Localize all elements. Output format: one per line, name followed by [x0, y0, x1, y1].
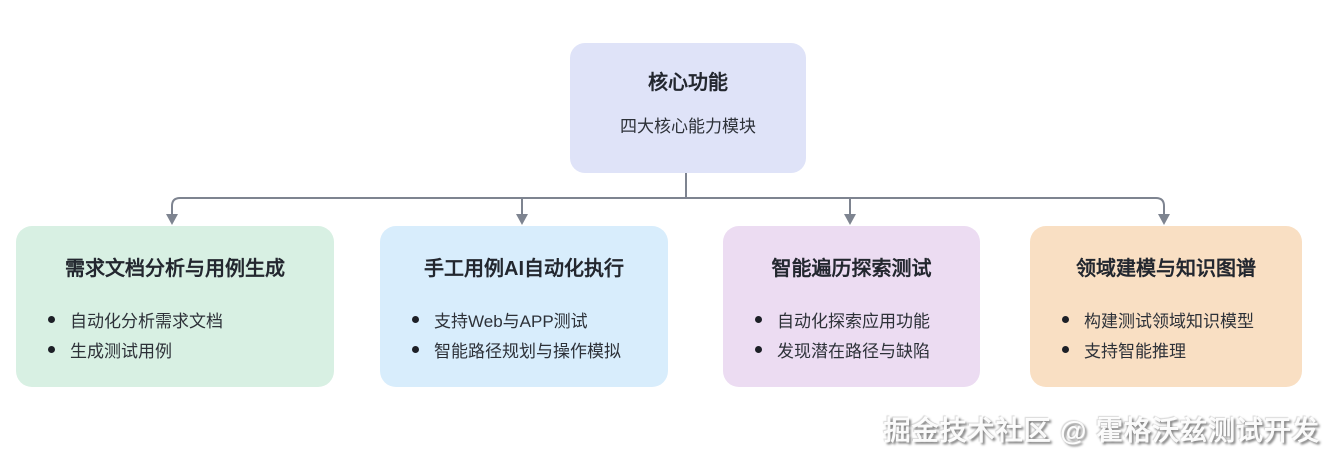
card-requirements-analysis: 需求文档分析与用例生成 自动化分析需求文档 生成测试用例 [16, 226, 334, 387]
bullet-marker [48, 315, 55, 323]
card-bullet-list: 自动化分析需求文档 生成测试用例 [16, 304, 334, 364]
connector-group [171, 173, 1165, 216]
arrow-down-icon [166, 214, 178, 225]
bullet-text: 支持Web与APP测试 [434, 311, 588, 331]
arrow-down-icon [844, 214, 856, 225]
card-intelligent-traversal-testing: 智能遍历探索测试 自动化探索应用功能 发现潜在路径与缺陷 [723, 226, 980, 387]
bullet-text: 支持智能推理 [1084, 341, 1186, 361]
list-item: 自动化分析需求文档 [48, 304, 322, 334]
bullet-text: 自动化分析需求文档 [70, 311, 223, 331]
list-item: 发现潜在路径与缺陷 [755, 334, 968, 364]
bullet-text: 智能路径规划与操作模拟 [434, 341, 621, 361]
card-bullet-list: 支持Web与APP测试 智能路径规划与操作模拟 [380, 304, 668, 364]
bullet-marker [1062, 345, 1069, 353]
list-item: 支持智能推理 [1062, 334, 1290, 364]
card-title: 智能遍历探索测试 [771, 258, 932, 280]
card-manual-case-ai-execution: 手工用例AI自动化执行 支持Web与APP测试 智能路径规划与操作模拟 [380, 226, 668, 387]
bullet-text: 生成测试用例 [70, 341, 172, 361]
root-node-subtitle: 四大核心能力模块 [620, 117, 756, 136]
card-title: 领域建模与知识图谱 [1076, 258, 1256, 280]
bullet-text: 自动化探索应用功能 [777, 311, 930, 331]
card-title: 手工用例AI自动化执行 [424, 258, 624, 280]
bullet-marker [412, 315, 419, 323]
card-bullet-list: 构建测试领域知识模型 支持智能推理 [1030, 304, 1302, 364]
bullet-marker [48, 345, 55, 353]
bullet-marker [412, 345, 419, 353]
list-item: 生成测试用例 [48, 334, 322, 364]
list-item: 自动化探索应用功能 [755, 304, 968, 334]
root-node-title: 核心功能 [648, 72, 728, 94]
arrowheads [166, 214, 1170, 225]
horizontal-bus-line [171, 197, 1165, 216]
arrow-down-icon [1158, 214, 1170, 225]
bullet-text: 发现潜在路径与缺陷 [777, 341, 930, 361]
list-item: 智能路径规划与操作模拟 [412, 334, 656, 364]
bullet-marker [1062, 315, 1069, 323]
card-title: 需求文档分析与用例生成 [65, 258, 285, 280]
root-node-core-functions: 核心功能 四大核心能力模块 [570, 43, 806, 173]
bullet-marker [755, 345, 762, 353]
arrow-down-icon [516, 214, 528, 225]
watermark-text: 掘金技术社区 @ 霍格沃兹测试开发 [883, 416, 1320, 446]
card-bullet-list: 自动化探索应用功能 发现潜在路径与缺陷 [723, 304, 980, 364]
card-domain-modeling-knowledge-graph: 领域建模与知识图谱 构建测试领域知识模型 支持智能推理 [1030, 226, 1302, 387]
bullet-text: 构建测试领域知识模型 [1084, 311, 1254, 331]
bullet-marker [755, 315, 762, 323]
list-item: 支持Web与APP测试 [412, 304, 656, 334]
list-item: 构建测试领域知识模型 [1062, 304, 1290, 334]
